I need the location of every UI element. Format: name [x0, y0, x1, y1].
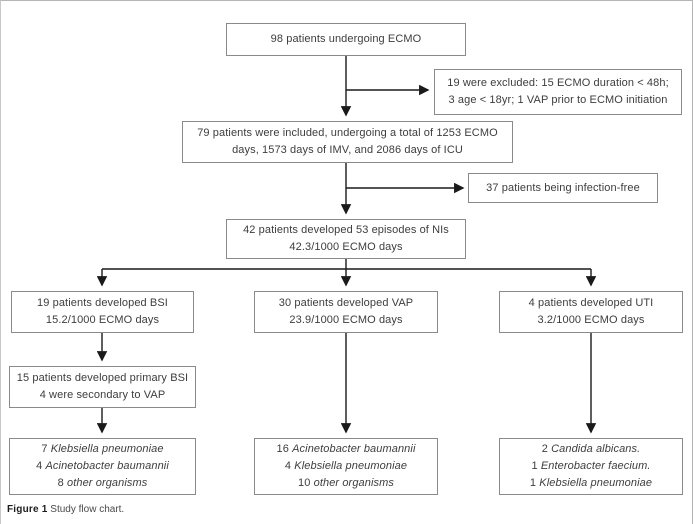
organism-line: 7 Klebsiella pneumoniae — [41, 441, 163, 458]
organism-line: 4 Klebsiella pneumoniae — [285, 458, 407, 475]
box-text: 42 patients developed 53 episodes of NIs — [243, 224, 449, 236]
flowchart-box-nis: 42 patients developed 53 episodes of NIs… — [226, 219, 466, 259]
flowchart-box-infection-free: 37 patients being infection-free — [468, 173, 658, 203]
organism-line: 2 Candida albicans. — [542, 441, 641, 458]
flowchart-box-bsi: 19 patients developed BSI 15.2/1000 ECMO… — [11, 291, 194, 333]
flowchart-box-vap: 30 patients developed VAP 23.9/1000 ECMO… — [254, 291, 438, 333]
box-text: 15 patients developed primary BSI — [16, 372, 189, 384]
organism-count: 4 — [284, 460, 292, 472]
flowchart-box-uti: 4 patients developed UTI 3.2/1000 ECMO d… — [499, 291, 683, 333]
organism-name: Klebsiella pneumoniae — [294, 460, 408, 472]
box-text: 19 were excluded: 15 ECMO duration < 48h… — [447, 77, 669, 89]
box-text: 30 patients developed VAP — [278, 297, 414, 309]
organism-count: 1 — [531, 460, 538, 472]
box-text: 4 patients developed UTI — [528, 297, 654, 309]
organism-name: other organisms — [67, 477, 148, 489]
box-text: 19 patients developed BSI — [37, 297, 168, 309]
box-text: days, 1573 days of IMV, and 2086 days of… — [232, 144, 463, 156]
organism-name: Acinetobacter baumannii — [45, 460, 169, 472]
organism-line: 1 Enterobacter faecium. — [531, 458, 650, 475]
organism-line: 16 Acinetobacter baumannii — [277, 441, 416, 458]
organism-name: Acinetobacter baumannii — [292, 443, 416, 455]
box-text: 37 patients being infection-free — [486, 181, 640, 194]
box-text: 23.9/1000 ECMO days — [289, 314, 403, 326]
organism-count: 4 — [36, 460, 43, 472]
organism-name: Candida albicans. — [551, 443, 641, 455]
flowchart-box-bsi-organisms: 7 Klebsiella pneumoniae 4 Acinetobacter … — [9, 438, 196, 495]
flowchart-box-uti-organisms: 2 Candida albicans. 1 Enterobacter faeci… — [499, 438, 683, 495]
flowchart-box-excluded: 19 were excluded: 15 ECMO duration < 48h… — [434, 69, 682, 115]
organism-count: 1 — [529, 477, 537, 489]
box-text: 15.2/1000 ECMO days — [45, 314, 160, 326]
organism-line: 10 other organisms — [298, 475, 394, 492]
box-text: 42.3/1000 ECMO days — [289, 241, 403, 253]
organism-line: 4 Acinetobacter baumannii — [36, 458, 169, 475]
flowchart-box-primary-bsi: 15 patients developed primary BSI 4 were… — [9, 366, 196, 408]
organism-count: 10 — [298, 477, 311, 489]
organism-line: 8 other organisms — [58, 475, 148, 492]
figure-caption-label: Figure 1 — [7, 504, 48, 515]
flowchart-box-ecmo-patients: 98 patients undergoing ECMO — [226, 23, 466, 56]
organism-name: Klebsiella pneumoniae — [539, 477, 653, 489]
box-text: 79 patients were included, undergoing a … — [197, 127, 498, 139]
organism-count: 8 — [57, 477, 64, 489]
box-text: 4 were secondary to VAP — [39, 389, 166, 401]
box-text: 98 patients undergoing ECMO — [270, 33, 422, 45]
organism-line: 1 Klebsiella pneumoniae — [530, 475, 652, 492]
organism-count: 16 — [276, 443, 289, 455]
flowchart-box-vap-organisms: 16 Acinetobacter baumannii 4 Klebsiella … — [254, 438, 438, 495]
organism-name: Klebsiella pneumoniae — [50, 443, 164, 455]
organism-name: Enterobacter faecium. — [540, 460, 651, 472]
organism-name: other organisms — [313, 477, 394, 489]
box-text: 3 age < 18yr; 1 VAP prior to ECMO initia… — [448, 94, 668, 106]
figure-caption: Figure 1 Study flow chart. — [7, 504, 124, 515]
organism-count: 7 — [41, 443, 48, 455]
figure-caption-text: Study flow chart. — [50, 504, 125, 515]
organism-count: 2 — [541, 443, 548, 455]
flowchart-box-included: 79 patients were included, undergoing a … — [182, 121, 513, 163]
box-text: 3.2/1000 ECMO days — [537, 314, 645, 326]
